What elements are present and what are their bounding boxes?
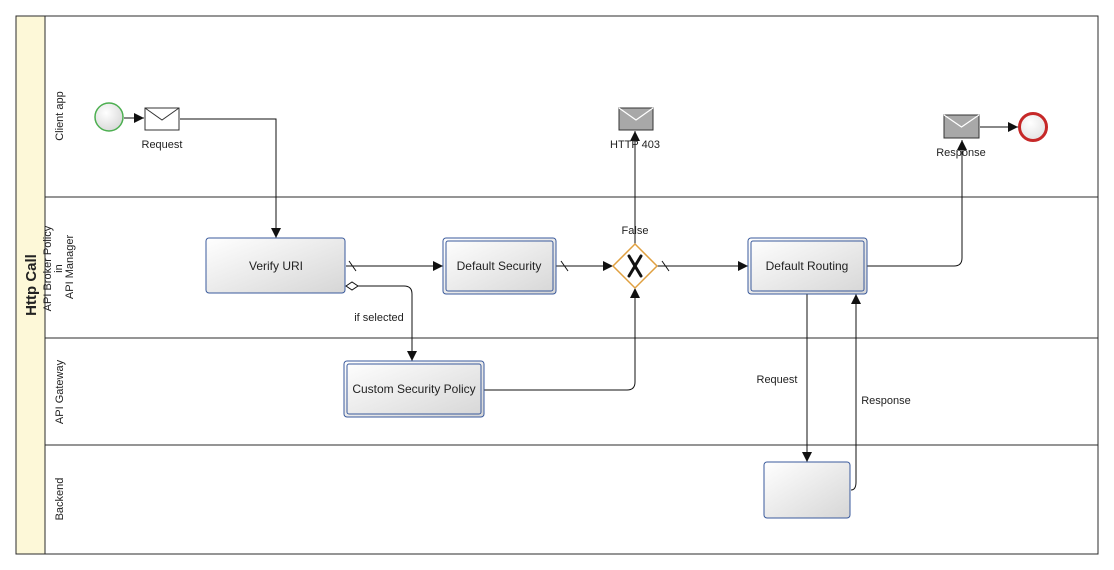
task-verify-uri[interactable]: Verify URI <box>205 237 346 294</box>
flow-default-routing-to-response[interactable] <box>867 140 967 267</box>
lane-label-broker-line3: API Manager <box>64 235 76 300</box>
message-response-label: Response <box>936 147 986 159</box>
lane-label-gateway: API Gateway <box>54 359 66 424</box>
default-flow-marker <box>560 260 569 272</box>
flow-backend-to-routing[interactable] <box>850 294 861 491</box>
flow-label-false: False <box>622 225 649 237</box>
flow-label-backend-response: Response <box>861 395 911 407</box>
default-flow-marker <box>661 260 670 272</box>
start-event[interactable] <box>94 102 124 132</box>
message-request-label: Request <box>142 139 183 151</box>
lane-label-broker-line1: API Broker Policy <box>42 225 54 311</box>
lane-label-broker-line2: in <box>53 264 65 273</box>
message-response[interactable]: Response <box>936 114 986 159</box>
lane-label-client: Client app <box>54 91 66 141</box>
task-box[interactable] <box>763 461 851 519</box>
task-label: Default Routing <box>766 259 849 273</box>
task-box-outer[interactable] <box>343 360 485 418</box>
envelope-flap <box>943 114 980 128</box>
task-backend[interactable] <box>763 461 851 519</box>
flow-verify-to-custom-security[interactable] <box>346 285 417 361</box>
task-label: Custom Security Policy <box>352 382 475 396</box>
flow-label-backend-request: Request <box>757 374 798 386</box>
lane-label-broker: API Broker Policy in API Manager <box>42 223 76 312</box>
message-http-403-label: HTTP 403 <box>610 139 660 151</box>
end-event[interactable] <box>1018 112 1048 142</box>
pool-header <box>15 15 46 555</box>
default-flow-marker <box>348 260 357 272</box>
task-label: Verify URI <box>249 259 303 273</box>
task-default-security[interactable]: Default Security <box>442 237 557 295</box>
task-box[interactable] <box>205 237 346 294</box>
task-box-outer[interactable] <box>747 237 868 295</box>
task-custom-security-policy[interactable]: Custom Security Policy <box>343 360 485 418</box>
flow-label-if-selected: if selected <box>354 312 404 324</box>
end-event-circle[interactable] <box>1018 112 1048 142</box>
pool-label: Http Call <box>23 254 40 316</box>
envelope-flap <box>618 107 654 121</box>
flow-request-to-verify[interactable] <box>180 118 281 238</box>
conditional-flow-diamond-marker <box>345 281 359 291</box>
task-box-outer[interactable] <box>442 237 557 295</box>
message-http-403[interactable]: HTTP 403 <box>610 107 660 151</box>
exclusive-gateway[interactable] <box>611 242 659 290</box>
task-label: Default Security <box>457 259 542 273</box>
start-event-circle[interactable] <box>94 102 124 132</box>
pool: Http Call Client app API Broker Policy i… <box>15 15 1099 555</box>
task-box-inner <box>445 240 554 292</box>
flow-custom-security-to-gateway[interactable] <box>484 288 640 391</box>
message-request[interactable]: Request <box>142 107 183 151</box>
task-default-routing[interactable]: Default Routing <box>747 237 868 295</box>
pool-border <box>15 15 1099 555</box>
sequence-flows <box>124 113 1018 491</box>
lane-label-backend: Backend <box>54 478 66 521</box>
exclusive-gateway-x-icon <box>627 254 643 278</box>
task-box-inner <box>346 363 482 415</box>
envelope-flap <box>144 107 180 121</box>
task-box-inner <box>750 240 865 292</box>
